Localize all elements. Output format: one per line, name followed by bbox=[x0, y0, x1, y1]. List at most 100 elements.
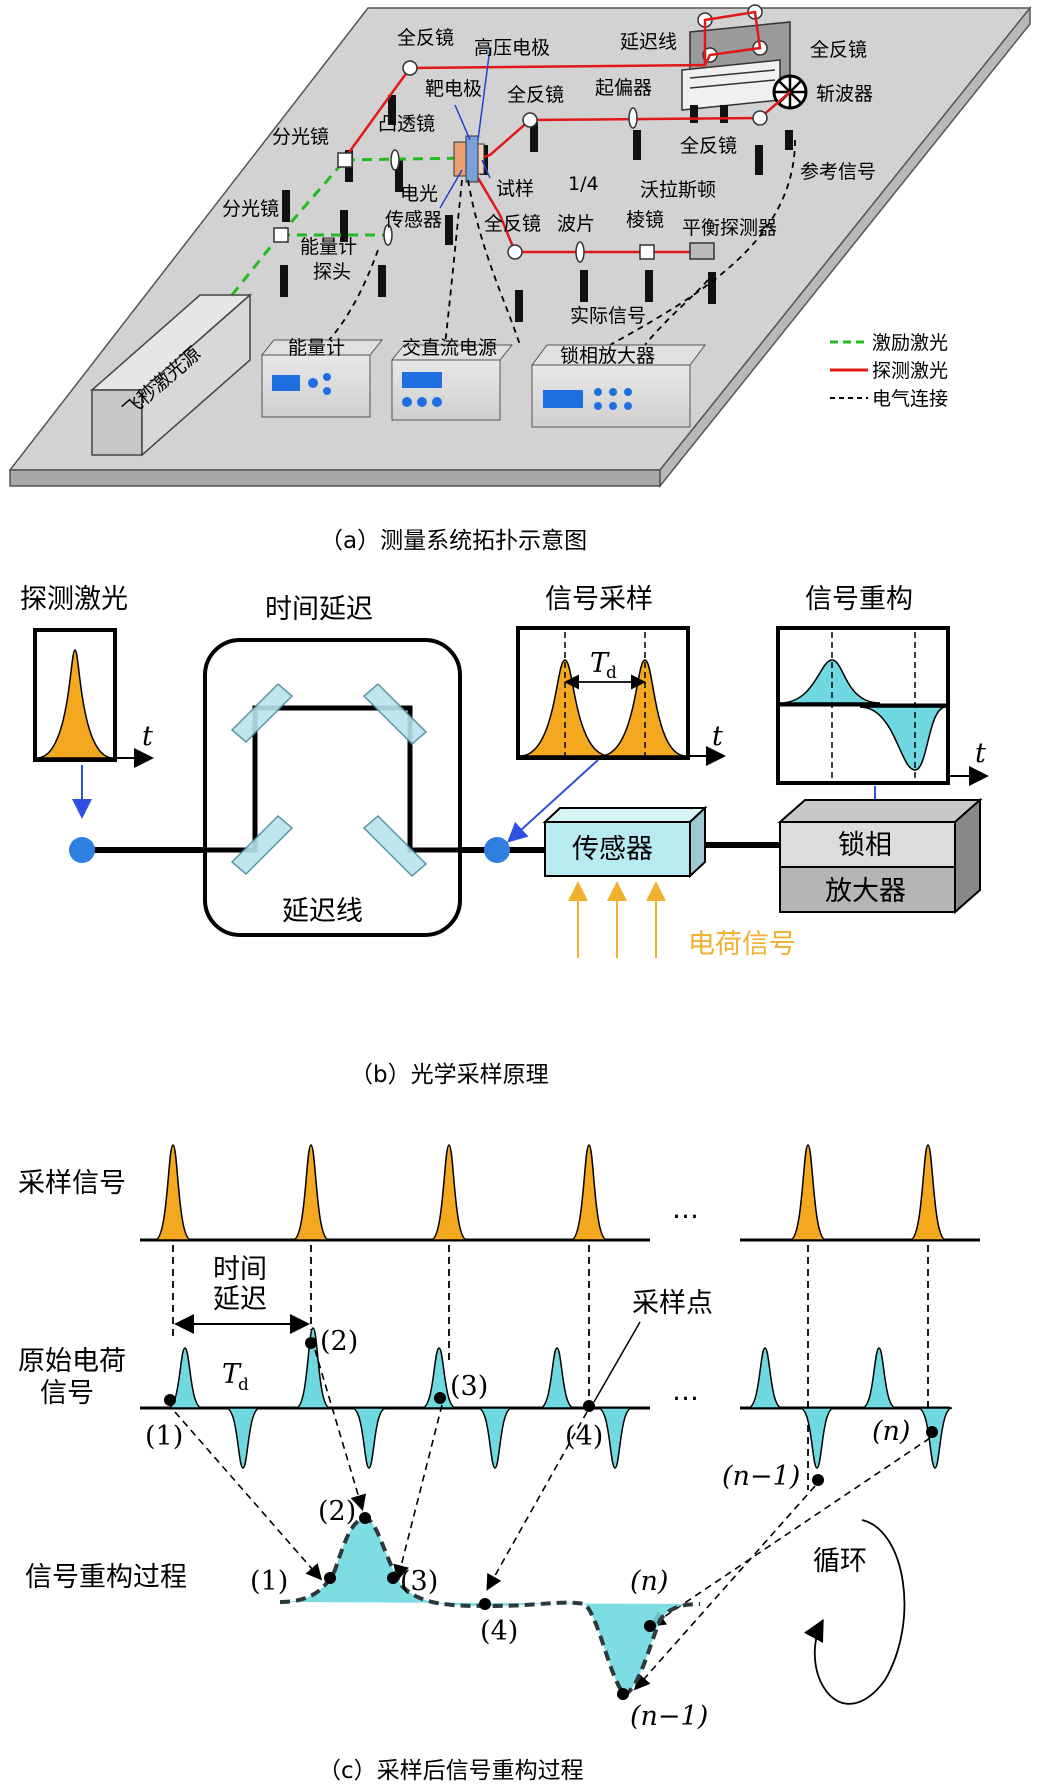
sampling-guides bbox=[172, 1245, 929, 1490]
label-reference-signal: 参考信号 bbox=[800, 161, 876, 183]
sampling-arrow bbox=[507, 759, 599, 843]
marker-cn: (n) bbox=[872, 1416, 910, 1447]
label-eo-sensor-1: 电光 bbox=[400, 183, 438, 205]
label-sample: 试样 bbox=[496, 178, 534, 200]
label-mirror-top: 全反镜 bbox=[397, 27, 454, 49]
label-original-charge-1: 原始电荷 bbox=[18, 1346, 126, 1377]
sample-electrodes bbox=[453, 135, 485, 183]
label-time-delay: 时间延迟 bbox=[265, 594, 373, 625]
label-quarter: 1/4 bbox=[568, 173, 599, 195]
label-acdc-supply: 交直流电源 bbox=[402, 337, 497, 359]
cycle-icon bbox=[803, 1519, 906, 1705]
legend-probe: 探测激光 bbox=[872, 360, 948, 382]
reconstructed-signal bbox=[279, 1512, 701, 1700]
label-sampling-point: 采样点 bbox=[632, 1288, 713, 1319]
label-original-charge-2: 信号 bbox=[40, 1378, 94, 1409]
caption-a: （a）测量系统拓扑示意图 bbox=[320, 528, 587, 554]
label-energy-meter: 能量计 bbox=[288, 337, 345, 359]
node-right bbox=[484, 837, 510, 863]
label-lockin-1: 锁相 bbox=[838, 830, 892, 861]
caption-c: （c）采样后信号重构过程 bbox=[318, 1758, 584, 1784]
marker-c2: (2) bbox=[320, 1326, 358, 1357]
mapping-arrows bbox=[174, 1349, 931, 1691]
sensor-block bbox=[542, 805, 708, 879]
label-polarizer: 起偏器 bbox=[595, 77, 652, 99]
label-balance-detector: 平衡探测器 bbox=[682, 217, 777, 239]
label-mirror-low: 全反镜 bbox=[484, 213, 541, 235]
charge-sample-points bbox=[164, 1337, 938, 1486]
label-signal-sampling: 信号采样 bbox=[545, 584, 653, 615]
t-axis-probe: t bbox=[142, 721, 153, 752]
label-reconstruction: 信号重构过程 bbox=[25, 1562, 187, 1593]
label-convex-lens: 凸透镜 bbox=[378, 113, 435, 135]
charge-signal-row bbox=[140, 1327, 953, 1469]
acdc-supply-device bbox=[390, 344, 514, 421]
td-label-c: T bbox=[222, 1359, 242, 1390]
label-probe-laser: 探测激光 bbox=[20, 584, 128, 615]
label-actual-signal: 实际信号 bbox=[570, 305, 646, 327]
label-time-delay-c2: 延迟 bbox=[213, 1284, 267, 1315]
marker-r4: (4) bbox=[480, 1616, 518, 1647]
marker-c3: (3) bbox=[450, 1371, 488, 1402]
lockin-block bbox=[777, 797, 983, 915]
label-lockin-amp: 锁相放大器 bbox=[560, 345, 655, 367]
label-beam-splitter-1: 分光镜 bbox=[272, 126, 329, 148]
label-hv-electrode: 高压电极 bbox=[474, 37, 550, 59]
reconstruction-box: t bbox=[776, 626, 989, 786]
label-signal-reconstruction: 信号重构 bbox=[805, 584, 913, 615]
caption-b: （b）光学采样原理 bbox=[350, 1062, 549, 1088]
label-mirror-right: 全反镜 bbox=[680, 135, 737, 157]
marker-rn1: (n−1) bbox=[630, 1701, 708, 1732]
legend-excitation: 激励激光 bbox=[872, 332, 948, 354]
label-beam-splitter-2: 分光镜 bbox=[222, 198, 279, 220]
label-wollaston: 沃拉斯顿 bbox=[640, 179, 716, 201]
td-label-b: T bbox=[590, 648, 610, 679]
label-time-delay-c1: 时间 bbox=[213, 1254, 267, 1285]
probe-pulse-box: t bbox=[33, 628, 154, 768]
td-sub-b: d bbox=[606, 663, 617, 683]
marker-r2: (2) bbox=[318, 1496, 356, 1527]
label-energy-probe-1: 能量计 bbox=[300, 236, 357, 258]
reconstruction-markers: (1) (2) (3) (4) (n) (n−1) bbox=[250, 1496, 708, 1732]
t-axis-reconstruction: t bbox=[975, 738, 986, 769]
label-delay-line-b: 延迟线 bbox=[282, 896, 363, 927]
marker-c4: (4) bbox=[565, 1421, 603, 1452]
td-sub-c: d bbox=[238, 1375, 249, 1395]
optical-table-edge bbox=[9, 469, 661, 487]
sampling-pulse-row bbox=[140, 1144, 980, 1242]
label-leaders bbox=[439, 47, 491, 209]
label-chopper: 斩波器 bbox=[816, 83, 873, 105]
label-sampling-signal: 采样信号 bbox=[18, 1168, 126, 1199]
label-sensor: 传感器 bbox=[572, 834, 653, 865]
label-cycle: 循环 bbox=[813, 1546, 867, 1577]
delay-line-box bbox=[203, 638, 462, 937]
node-left bbox=[69, 837, 95, 863]
optical-table-side bbox=[659, 5, 1031, 489]
marker-c1: (1) bbox=[145, 1421, 183, 1452]
femtosecond-laser-source bbox=[90, 293, 252, 457]
lockin-amplifier-device bbox=[531, 344, 706, 428]
label-eo-sensor-2: 传感器 bbox=[385, 209, 442, 231]
marker-r1: (1) bbox=[250, 1566, 288, 1597]
label-charge-signal: 电荷信号 bbox=[688, 929, 796, 960]
energy-meter-device bbox=[260, 339, 384, 418]
panel-a-labels: 全反镜 高压电极 延迟线 全反镜 靶电极 全反镜 起偏器 斩波器 分光镜 凸透镜… bbox=[222, 27, 876, 367]
excitation-beam bbox=[230, 156, 469, 296]
marker-rn: (n) bbox=[630, 1566, 668, 1597]
ellipsis-1: … bbox=[672, 1194, 699, 1225]
marker-cn1: (n−1) bbox=[722, 1461, 800, 1492]
charge-signal-arrows bbox=[568, 881, 666, 958]
legend: 激励激光 探测激光 电气连接 bbox=[830, 332, 948, 410]
legend-electrical: 电气连接 bbox=[872, 388, 948, 410]
label-target-electrode: 靶电极 bbox=[425, 78, 482, 100]
label-mirror-topright: 全反镜 bbox=[810, 39, 867, 61]
label-waveplate: 波片 bbox=[557, 213, 595, 235]
t-axis-sampling: t bbox=[712, 721, 723, 752]
charge-markers: (1) (2) (3) (4) (n−1) (n) bbox=[145, 1326, 910, 1492]
label-prism: 棱镜 bbox=[626, 209, 664, 231]
panel-b-diagram: 探测激光 t 时间延迟 延迟线 信号采样 T d t bbox=[20, 584, 989, 1088]
label-lockin-2: 放大器 bbox=[825, 876, 906, 907]
panel-c-diagram: 采样信号 … 时间 延迟 采样点 原始电荷 信号 T d bbox=[18, 1144, 980, 1784]
optical-elements bbox=[273, 60, 768, 263]
electrical-connections bbox=[319, 139, 796, 351]
